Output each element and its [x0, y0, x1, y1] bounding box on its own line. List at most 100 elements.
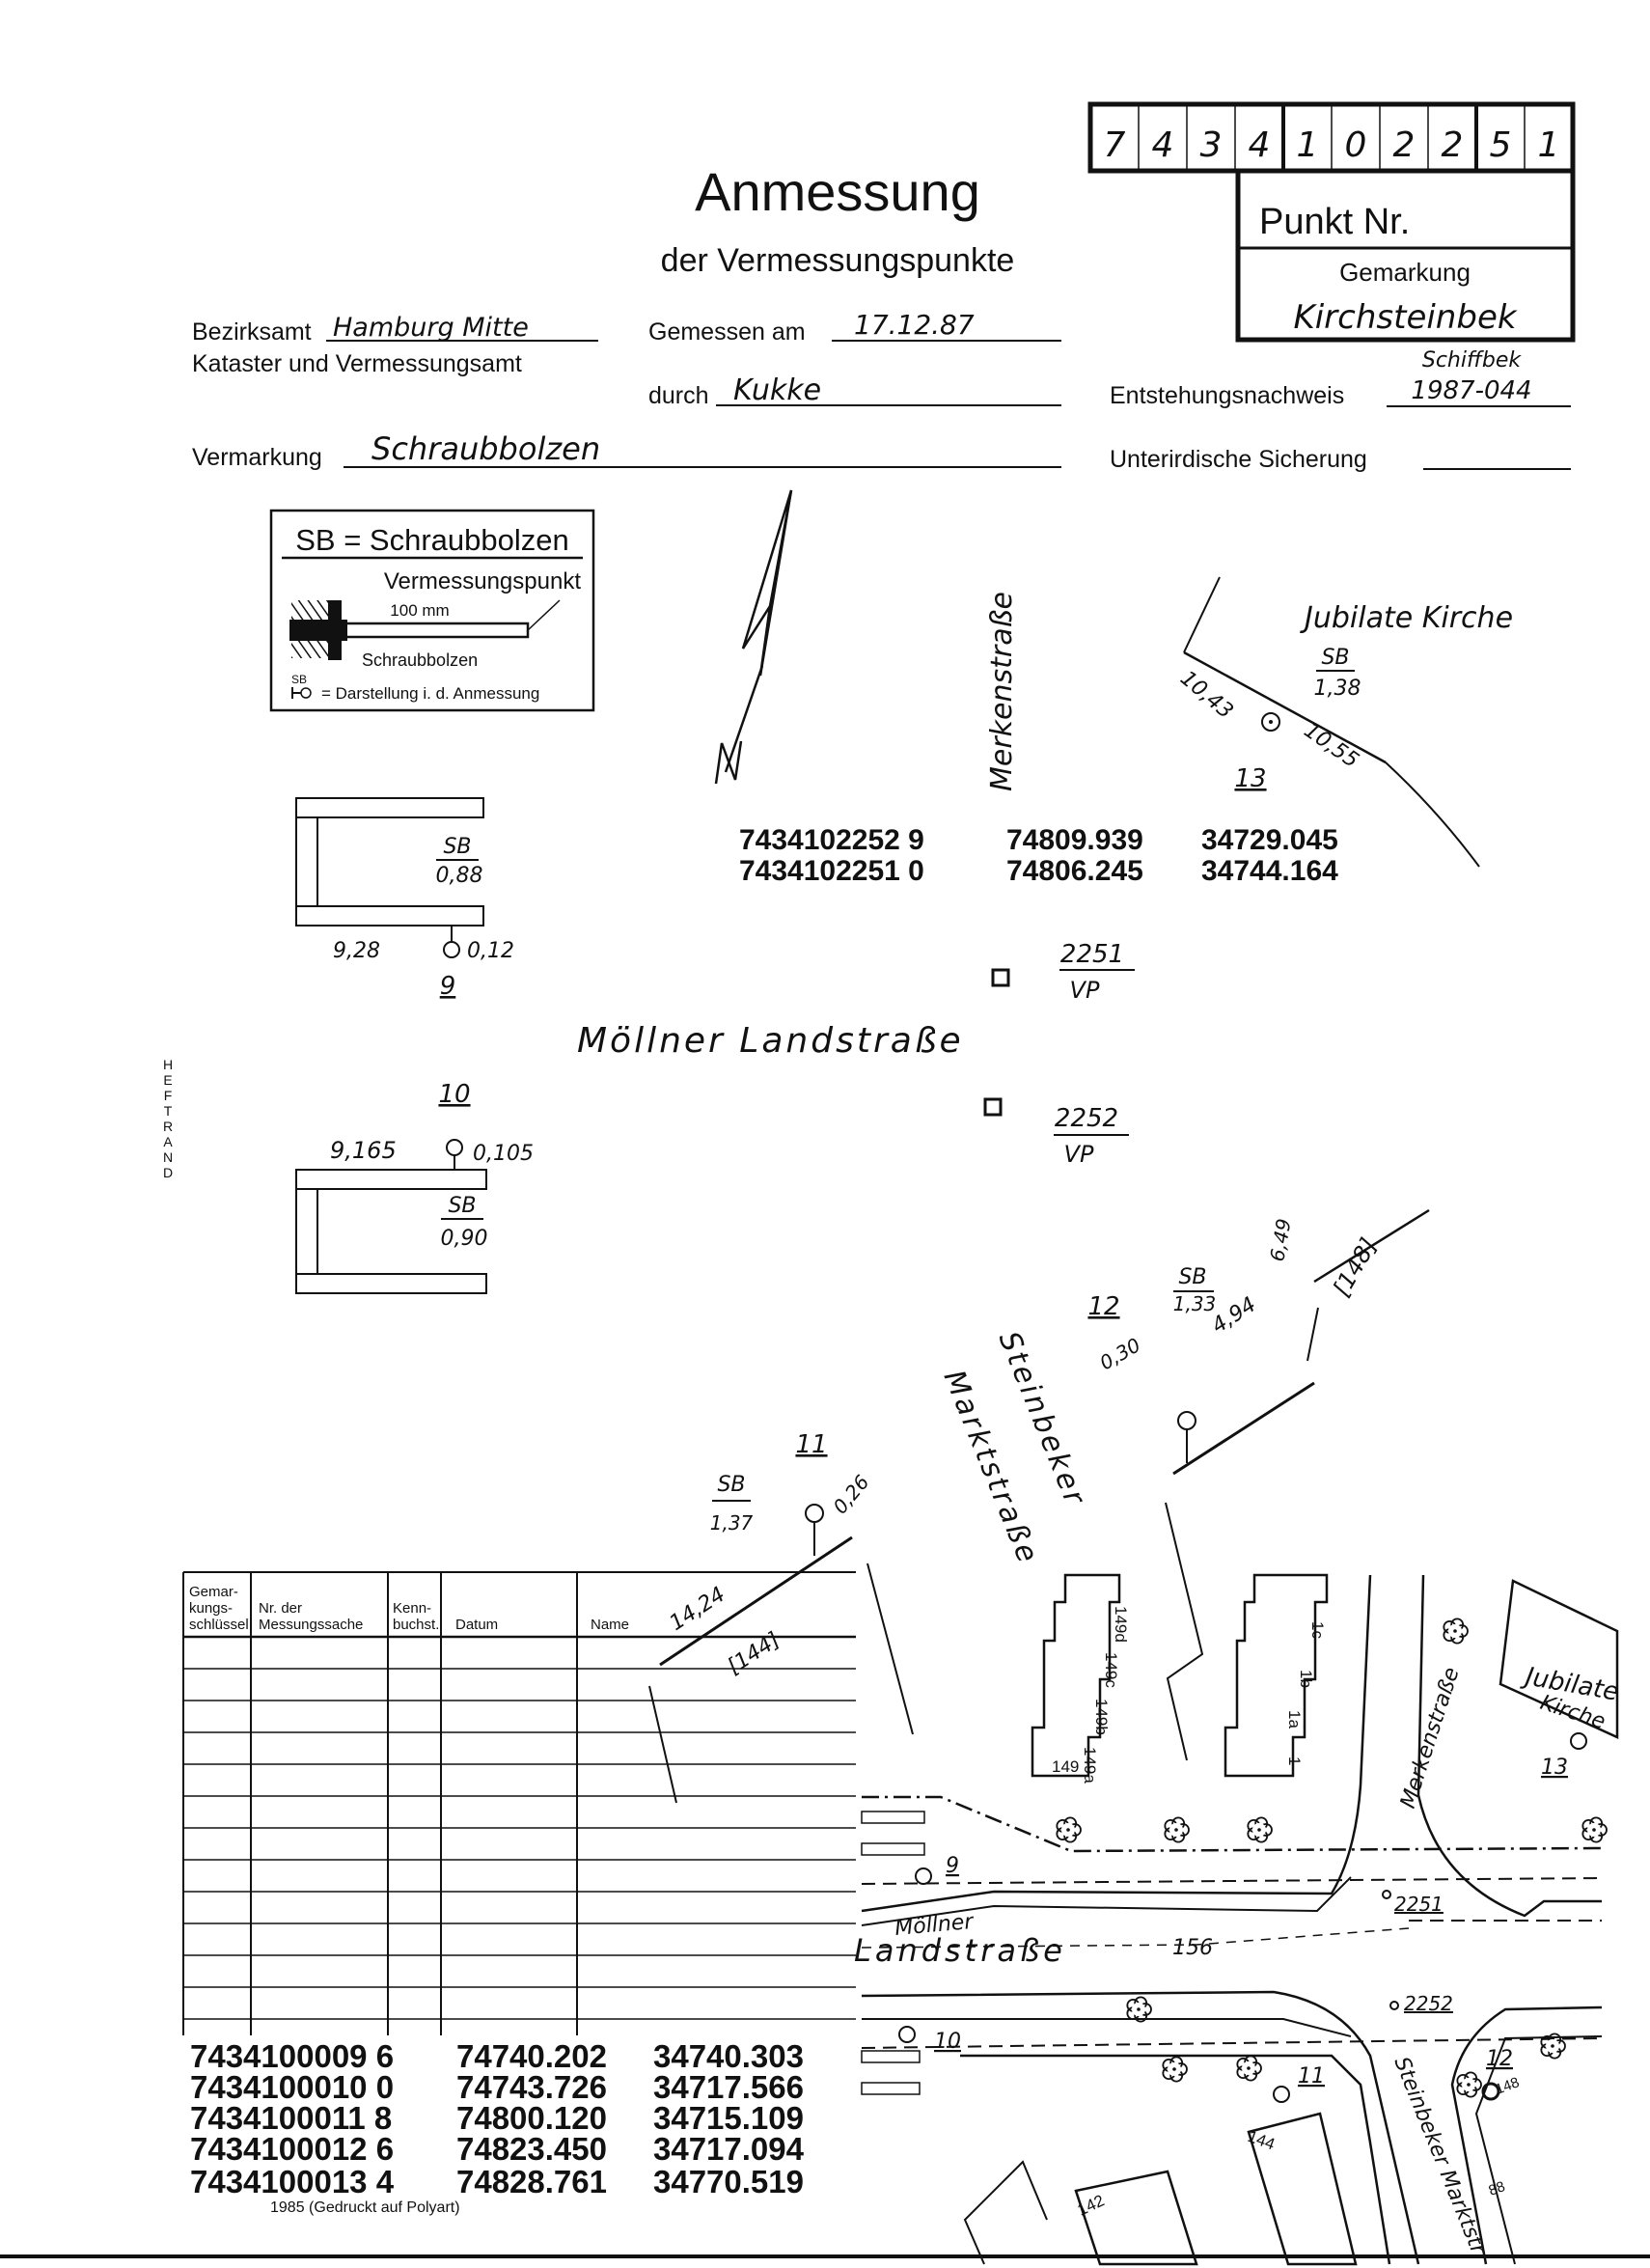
distance-left: 0,30 — [1096, 1333, 1145, 1374]
legend-title: SB = Schraubbolzen — [295, 523, 569, 557]
survey-point-icon — [915, 1867, 932, 1885]
tree-icon — [1236, 2055, 1262, 2082]
heftrand-letter: N — [163, 1149, 173, 1165]
legend-point: Vermessungspunkt — [384, 568, 581, 595]
point-number: 13 — [1234, 764, 1266, 793]
map-street-label: Landstraße — [854, 1932, 1066, 1969]
tree-icon — [1164, 1816, 1190, 1843]
survey-point-icon — [898, 2026, 916, 2043]
distance-right: 0,12 — [467, 939, 514, 963]
punkt-digit: 2 — [1393, 125, 1416, 165]
vp-marker-icon — [991, 968, 1010, 987]
north-arrow-icon — [714, 489, 793, 785]
coordinate-id: 7434102252 9 — [739, 824, 924, 856]
distance-left: 10,43 — [1175, 666, 1237, 724]
coordinate-y: 34740.303 — [653, 2038, 804, 2074]
vp-marker-icon — [983, 1097, 1003, 1117]
map-building-label: 1a — [1285, 1710, 1304, 1729]
footer-print-note: 1985 (Gedruckt auf Polyart) — [270, 2199, 460, 2216]
punkt-digit: 2 — [1442, 125, 1464, 165]
vermarkung-value: Schraubbolzen — [371, 430, 600, 467]
coordinate-x: 74740.202 — [456, 2038, 607, 2074]
height-value: 1,33 — [1173, 1292, 1217, 1315]
legend-length: 100 mm — [390, 601, 449, 620]
kataster-label: Kataster und Vermessungsamt — [192, 350, 522, 377]
coordinate-x: 74743.726 — [456, 2069, 607, 2105]
coordinate-x: 74809.939 — [1006, 824, 1143, 856]
coordinate-id: 7434100013 4 — [190, 2164, 395, 2199]
gemessen-value: 17.12.87 — [854, 309, 975, 341]
coordinate-y: 34717.094 — [653, 2131, 805, 2167]
legend-box: SB = Schraubbolzen Vermessungspunkt 100 … — [269, 509, 595, 712]
point-13-sketch: Jubilate Kirche SB 1,38 10,43 10,55 13 — [1175, 576, 1513, 868]
heftrand-letter: A — [163, 1134, 173, 1149]
entstehung-label: Entstehungsnachweis — [1110, 382, 1344, 409]
page-subtitle: der Vermessungspunkte — [661, 242, 1015, 279]
gemessen-label: Gemessen am — [648, 318, 806, 346]
coordinate-y: 34717.566 — [653, 2069, 804, 2105]
coordinate-y: 34770.519 — [653, 2164, 804, 2199]
map-building-label: 1c — [1308, 1621, 1327, 1639]
point-12-sketch: 12 SB 1,33 0,30 4,94 6,49 [148] — [1087, 1208, 1430, 1761]
tree-icon — [1162, 2056, 1188, 2083]
coordinate-x: 74800.120 — [456, 2100, 607, 2136]
sb-label: SB — [448, 1194, 476, 1218]
vp-marker-icon — [1382, 1890, 1391, 1899]
table-header: schlüssel — [189, 1617, 249, 1633]
point-11-sketch: 11 SB 1,37 0,26 14,24 [144] — [648, 1430, 914, 1804]
vp-type: VP — [1070, 977, 1100, 1004]
height-value: 0,90 — [441, 1227, 488, 1251]
point-number: 12 — [1087, 1292, 1119, 1321]
survey-point-icon — [805, 1504, 824, 1523]
punkt-digit: 7 — [1104, 125, 1126, 165]
survey-point-icon — [443, 941, 460, 958]
punkt-digit: 1 — [1538, 125, 1560, 165]
sb-label: SB — [717, 1473, 745, 1497]
legend-bolt: Schraubbolzen — [362, 650, 478, 670]
tree-icon — [1056, 1816, 1082, 1843]
table-header: kungs- — [189, 1600, 233, 1617]
coordinate-id: 7434102251 0 — [739, 855, 924, 887]
bezirksamt-value: Hamburg Mitte — [333, 313, 529, 343]
street-moellner-landstrasse: Möllner Landstraße — [577, 1021, 964, 1061]
coordinate-x: 74806.245 — [1006, 855, 1143, 887]
distance-left: 9,28 — [333, 939, 380, 963]
table-header: Datum — [455, 1617, 498, 1633]
sb-label: SB — [1178, 1265, 1206, 1289]
map-building-label: 149c — [1102, 1652, 1120, 1688]
map-building-label: 88 — [1487, 2178, 1507, 2199]
vermarkung-label: Vermarkung — [192, 444, 322, 471]
legend-symbol-text: = Darstellung i. d. Anmessung — [321, 684, 539, 703]
map-vp-number: 2251 — [1394, 1893, 1444, 1916]
bezirksamt-label: Bezirksamt — [192, 318, 312, 346]
map-point-number: 10 — [934, 2030, 961, 2054]
page-title: Anmessung — [695, 161, 980, 222]
vp-number: 2251 — [1060, 940, 1124, 969]
point-number: 9 — [440, 972, 456, 1001]
vp-type: VP — [1064, 1141, 1094, 1168]
map-vp-number: 2252 — [1404, 1992, 1453, 2015]
map-street-label: Steinbeker Marktstr. — [1389, 2054, 1492, 2262]
coordinate-x: 74823.450 — [456, 2131, 607, 2167]
tree-icon — [1443, 1618, 1469, 1645]
durch-label: durch — [648, 382, 709, 409]
point-number: 10 — [438, 1080, 470, 1109]
gemarkung-label: Gemarkung — [1339, 258, 1471, 287]
distance-left: 9,165 — [330, 1137, 397, 1164]
survey-point-icon — [1273, 2086, 1290, 2103]
map-building-label: 149 — [1052, 1757, 1079, 1776]
coordinate-id: 7434100011 8 — [190, 2100, 392, 2136]
map-building-label: 148 — [1494, 2074, 1522, 2098]
coordinate-y: 34744.164 — [1201, 855, 1338, 887]
entstehung-note: Schiffbek — [1422, 348, 1522, 373]
tree-icon — [1540, 2033, 1566, 2060]
legend-symbol-abbr: SB — [291, 673, 307, 686]
sicherung-label: Unterirdische Sicherung — [1110, 446, 1367, 473]
map-point-number: 9 — [946, 1854, 959, 1878]
map-house-number: 156 — [1172, 1936, 1213, 1960]
punkt-digit: 4 — [1152, 125, 1174, 165]
